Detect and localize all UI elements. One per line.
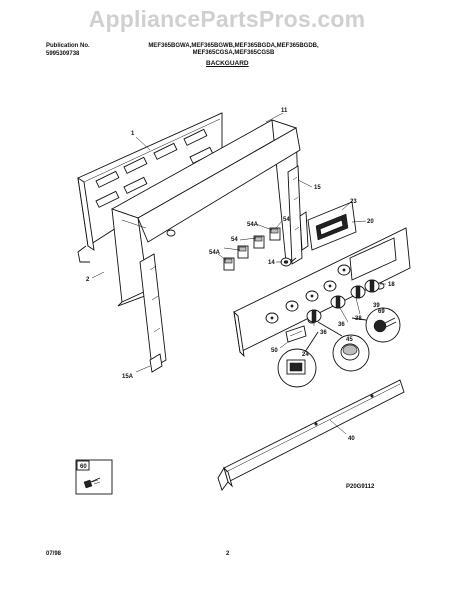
callout-11: 11 — [281, 108, 288, 114]
fitting-part — [280, 257, 297, 267]
figure-code: P20G9112 — [346, 484, 375, 490]
callout-45: 45 — [346, 337, 353, 343]
callout-50: 50 — [271, 348, 278, 354]
model-list-line-1: MEF365BGWA,MEF365BGWB,MEF365BGDA,MEF365B… — [148, 43, 319, 49]
callout-40: 40 — [348, 436, 355, 442]
screw-detail — [351, 307, 401, 343]
backguard-frame-part — [110, 119, 301, 307]
round-knob-detail — [317, 321, 370, 372]
callout-54-top: 54 — [283, 217, 290, 223]
trim-strip-part — [217, 379, 405, 491]
rear-panel-vents — [95, 128, 214, 208]
publication-label: Publication No. — [46, 43, 90, 49]
section-title: BACKGUARD — [206, 60, 249, 67]
callout-54-mid: 54 — [231, 237, 238, 243]
model-list: MEF365BGWA,MEF365BGWB,MEF365BGDA,MEF365B… — [126, 43, 341, 57]
callout-labels: 1 11 15 15A 2 23 20 54 54A 54 54A 14 18 … — [80, 108, 395, 470]
callout-2: 2 — [86, 277, 90, 283]
model-list-line-2: MEF365CGSA,MEF365CGSB — [192, 50, 275, 56]
callout-14: 14 — [268, 260, 275, 266]
callout-1: 1 — [131, 131, 135, 137]
callout-36-right: 36 — [338, 322, 345, 328]
right-side-strip-part — [287, 165, 303, 265]
footer-page-number: 2 — [226, 551, 230, 557]
leader-lines — [91, 112, 386, 435]
switch-parts — [223, 227, 281, 271]
bracket-part — [285, 325, 307, 343]
callout-23: 23 — [350, 199, 357, 205]
rocker-switch-detail — [277, 331, 319, 388]
footer-date: 07/98 — [46, 551, 62, 557]
callout-38: 38 — [355, 316, 362, 322]
watermark: AppliancePartsPros.com — [88, 6, 366, 32]
publication-number: 5995309738 — [46, 51, 80, 57]
callout-18: 18 — [388, 282, 395, 288]
callout-24: 24 — [302, 352, 309, 358]
callout-15a: 15A — [122, 374, 134, 380]
clock-display-part — [299, 201, 357, 251]
callout-36-left: 36 — [320, 330, 327, 336]
callout-20: 20 — [367, 219, 374, 225]
inset-screw-box — [75, 459, 113, 495]
callout-60: 60 — [80, 464, 87, 470]
callout-15: 15 — [314, 185, 321, 191]
control-panel-knob-holes — [265, 264, 351, 324]
knob-parts — [306, 279, 380, 323]
callout-69: 69 — [378, 309, 385, 315]
left-side-strip-part — [139, 253, 167, 373]
callout-39: 39 — [373, 303, 380, 309]
callout-54a-left: 54A — [209, 250, 221, 256]
callout-54a-top: 54A — [247, 222, 259, 228]
